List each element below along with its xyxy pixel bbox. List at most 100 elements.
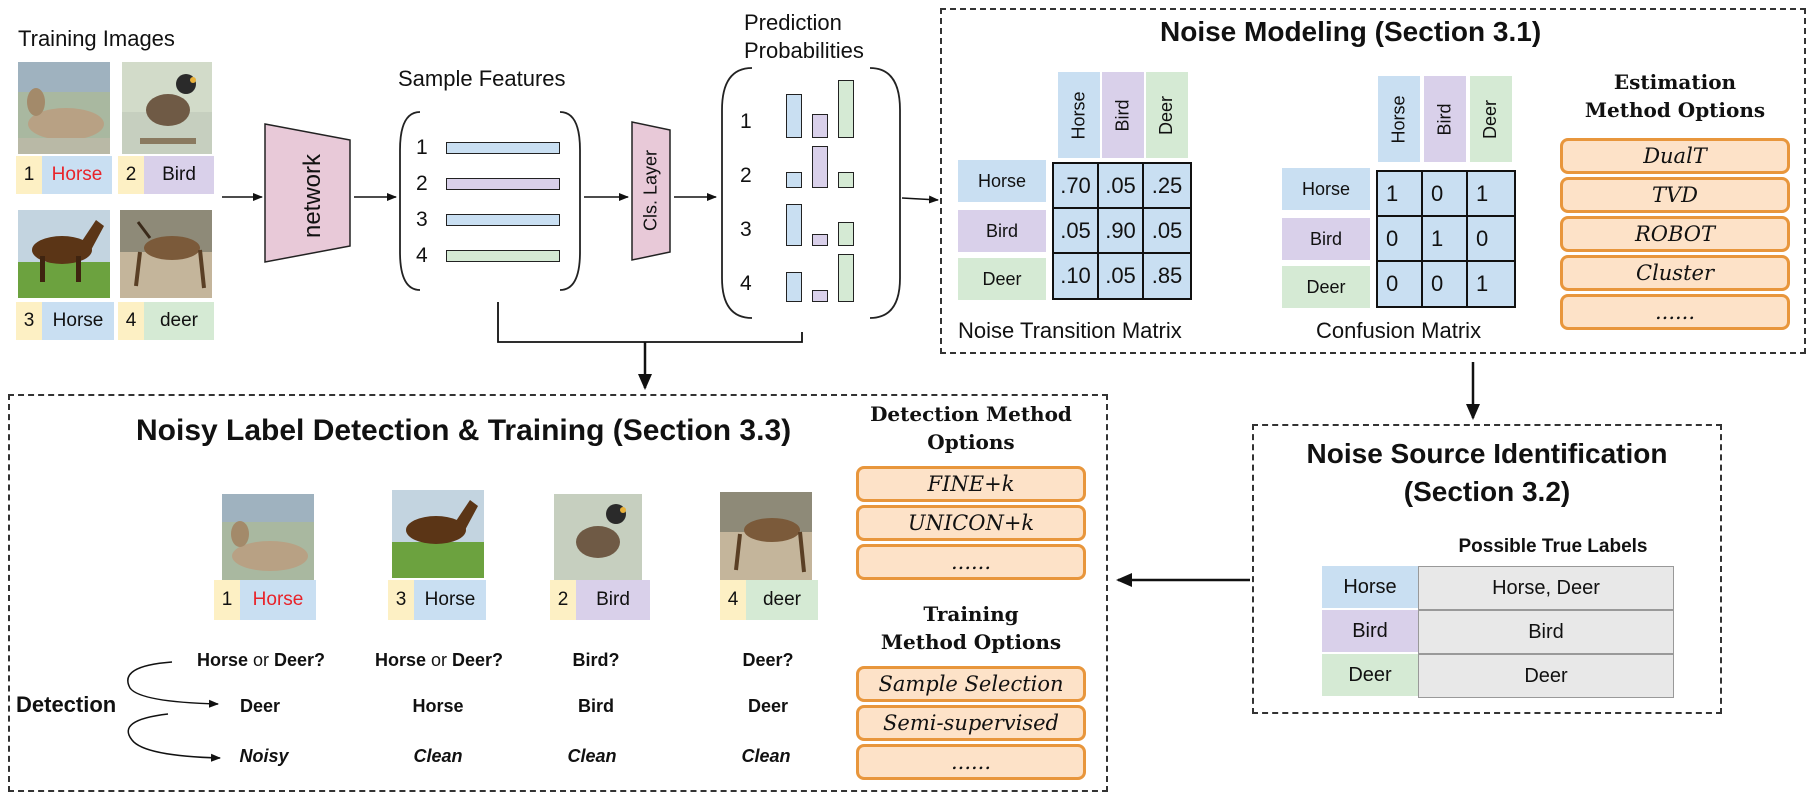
detection-status-1: Noisy <box>239 746 289 766</box>
arrow-to-detection <box>497 302 803 343</box>
prob-row-2-num: 2 <box>740 164 752 187</box>
detection-status-3: Clean <box>567 746 617 766</box>
arrow-probs-to-noise-modeling <box>901 195 939 204</box>
training-option-more[interactable]: ...... <box>856 744 1086 780</box>
prob-bar-3-deer <box>838 222 854 246</box>
estimation-option-tvd[interactable]: TVD <box>1560 177 1790 213</box>
confusion-cell: 1 <box>1423 217 1468 262</box>
detection-tag-num-4: 4 <box>720 580 746 620</box>
network-label: network <box>299 153 326 239</box>
estimation-option-more[interactable]: ...... <box>1560 294 1790 330</box>
feature-bar-2 <box>446 178 560 190</box>
training-tag-label-2: Bird <box>144 156 214 194</box>
confusion-matrix: 1 0 1 0 1 0 0 0 1 <box>1376 170 1516 308</box>
source-row-deer-label: Deer <box>1322 654 1418 696</box>
confusion-cell: 0 <box>1423 262 1468 306</box>
probs-title-line1: Prediction <box>744 10 842 35</box>
training-image-4 <box>120 210 212 298</box>
training-images-title: Training Images <box>18 26 175 51</box>
noise-modeling-title: Noise Modeling (Section 3.1) <box>1160 16 1542 47</box>
prob-bar-4-bird <box>812 290 828 302</box>
detection-option-fine[interactable]: FINE+k <box>856 466 1086 502</box>
confusion-caption: Confusion Matrix <box>1316 318 1482 343</box>
detection-curve-1 <box>127 661 219 708</box>
confusion-col-horse: Horse <box>1378 76 1420 162</box>
confusion-cell: 1 <box>1468 172 1514 217</box>
source-row-horse-value: Horse, Deer <box>1418 566 1674 610</box>
transition-cell: .10 <box>1054 254 1099 298</box>
training-tag-num-3: 3 <box>16 302 42 340</box>
estimation-options: DualT TVD ROBOT Cluster ...... <box>1560 138 1790 334</box>
transition-cell: .05 <box>1099 254 1144 298</box>
training-option-semi-supervised[interactable]: Semi-supervised <box>856 705 1086 741</box>
transition-cell: .05 <box>1099 164 1144 209</box>
transition-col-horse: Horse <box>1058 72 1100 158</box>
estimation-option-dualt[interactable]: DualT <box>1560 138 1790 174</box>
detection-image-3 <box>392 490 484 578</box>
noise-modeling-box <box>940 8 1806 354</box>
detection-tag-label-3: Horse <box>414 580 486 620</box>
detection-option-more[interactable]: ...... <box>856 544 1086 580</box>
prob-bar-1-deer <box>838 80 854 138</box>
transition-col-deer: Deer <box>1146 72 1188 158</box>
detection-options: FINE+k UNICON+k ...... <box>856 466 1086 584</box>
training-tag-num-1: 1 <box>16 156 42 194</box>
detection-tag-label-4: deer <box>746 580 818 620</box>
transition-cell: .90 <box>1099 209 1144 254</box>
confusion-row-bird: Bird <box>1282 218 1370 260</box>
feature-row-4-num: 4 <box>416 244 428 267</box>
detection-pred-2: Horse <box>412 696 464 716</box>
training-tag-label-1: Horse <box>42 156 112 194</box>
detection-image-2 <box>554 494 642 580</box>
confusion-row-horse: Horse <box>1282 168 1370 210</box>
source-row-bird-value: Bird <box>1418 610 1674 654</box>
cls-layer-label: Cls. Layer <box>640 149 661 232</box>
transition-matrix: .70 .05 .25 .05 .90 .05 .10 .05 .85 <box>1052 162 1192 300</box>
training-options: Sample Selection Semi-supervised ...... <box>856 666 1086 784</box>
estimation-option-robot[interactable]: ROBOT <box>1560 216 1790 252</box>
prob-bar-1-horse <box>786 94 802 138</box>
detection-option-unicon[interactable]: UNICON+k <box>856 505 1086 541</box>
detection-image-1 <box>222 494 314 580</box>
detection-tag-num-2: 2 <box>550 580 576 620</box>
prob-bar-4-deer <box>838 254 854 302</box>
detection-status-2: Clean <box>413 746 463 766</box>
confusion-cell: 0 <box>1378 217 1423 262</box>
feature-bar-4 <box>446 250 560 262</box>
training-tag-label-3: Horse <box>42 302 114 340</box>
confusion-row-deer: Deer <box>1282 266 1370 308</box>
cls-layer-block <box>631 121 671 261</box>
source-row-deer-value: Deer <box>1418 654 1674 698</box>
prob-bar-2-bird <box>812 146 828 188</box>
detection-question-1: Horse or Deer? <box>196 650 326 670</box>
prob-bar-4-horse <box>786 272 802 302</box>
transition-col-bird: Bird <box>1102 72 1144 158</box>
transition-cell: .85 <box>1151 263 1183 288</box>
possible-labels-header: Possible True Labels <box>1458 536 1648 557</box>
detection-tag-label-2: Bird <box>576 580 650 620</box>
transition-cell: .25 <box>1144 164 1190 209</box>
prob-row-1-num: 1 <box>740 110 752 133</box>
prob-bar-2-deer <box>838 172 854 188</box>
detection-tag-num-1: 1 <box>214 580 240 620</box>
detection-title: Noisy Label Detection & Training (Sectio… <box>136 414 792 447</box>
transition-cell: .05 <box>1144 209 1190 254</box>
training-option-sample-selection[interactable]: Sample Selection <box>856 666 1086 702</box>
detection-tag-label-1: Horse <box>240 580 316 620</box>
transition-row-deer: Deer <box>958 258 1046 300</box>
prob-row-4-num: 4 <box>740 272 752 295</box>
estimation-option-cluster[interactable]: Cluster <box>1560 255 1790 291</box>
training-image-2 <box>122 62 212 154</box>
prob-bar-3-horse <box>786 204 802 246</box>
source-row-bird-label: Bird <box>1322 610 1418 652</box>
transition-row-bird: Bird <box>958 210 1046 252</box>
detection-question-4: Deer? <box>742 650 794 670</box>
detection-question-3: Bird? <box>572 650 620 670</box>
noise-source-title-line1: Noise Source Identification <box>1306 438 1668 469</box>
prob-bar-2-horse <box>786 172 802 188</box>
feature-row-1-num: 1 <box>416 136 428 159</box>
source-row-horse-label: Horse <box>1322 566 1418 608</box>
confusion-cell: 0 <box>1468 217 1514 262</box>
detection-status-4: Clean <box>741 746 791 766</box>
